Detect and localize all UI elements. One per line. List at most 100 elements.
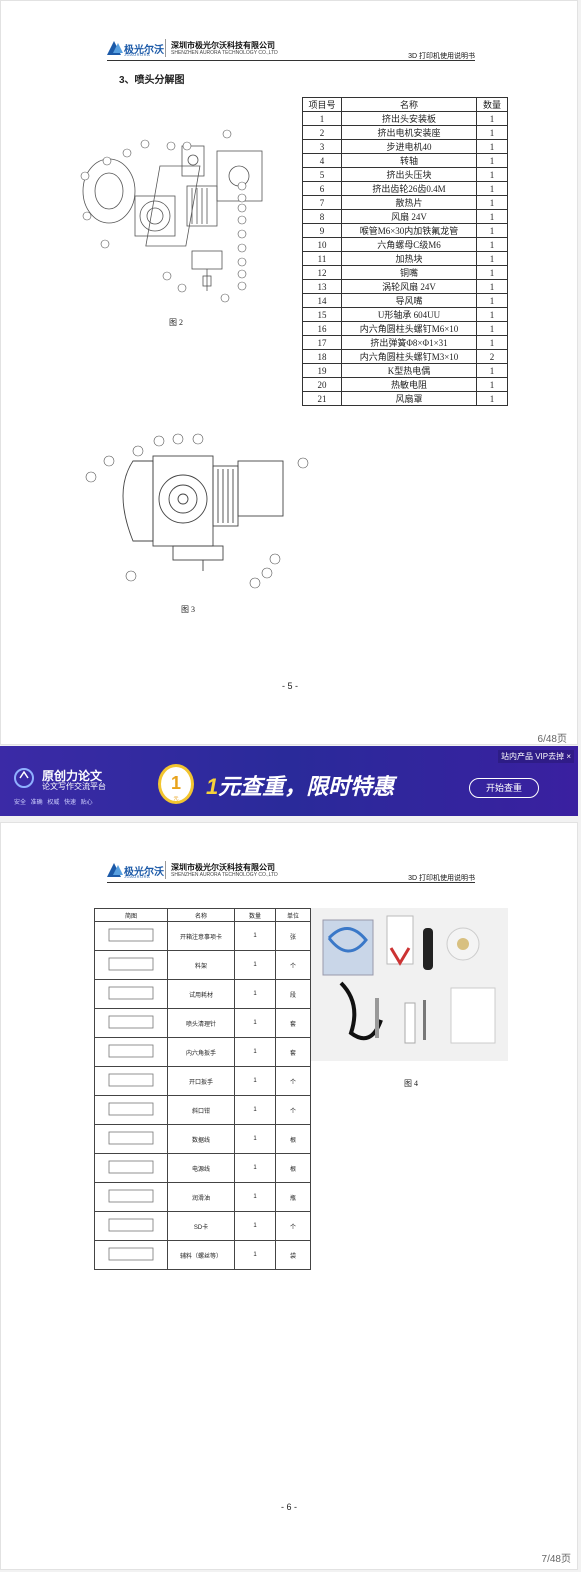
cell-name: 内六角扳手: [167, 1037, 235, 1067]
cell-item-no: 6: [302, 181, 342, 196]
cell-item-no: 10: [302, 237, 342, 252]
cell-name: 料架: [167, 950, 235, 980]
cell-qty: 1: [234, 1037, 276, 1067]
cell-qty: 1: [234, 979, 276, 1009]
company-name: 深圳市极光尔沃科技有限公司: [171, 863, 275, 872]
company-name-en: SHENZHEN AURORA TECHNOLOGY CO.,LTD: [171, 50, 278, 56]
cell-unit: 张: [275, 921, 311, 951]
cell-item-no: 2: [302, 125, 342, 140]
company-name-en: SHENZHEN AURORA TECHNOLOGY CO.,LTD: [171, 872, 278, 878]
company-logo: 极光尔沃 JGAURORA: [107, 861, 164, 879]
col-name: 名称: [341, 97, 477, 112]
cell-item-no: 16: [302, 321, 342, 336]
cell-unit: 瓶: [275, 1182, 311, 1212]
cell-item-no: 15: [302, 307, 342, 322]
cell-name: 涡轮风扇 24V: [341, 279, 477, 294]
cell-qty: 1: [476, 223, 508, 238]
promo-banner[interactable]: 原创力论文 论文写作交流平台 安全 准确 权威 快速 贴心 1 元 1元查重，限…: [0, 746, 578, 816]
figure-3-caption: 图 3: [181, 605, 195, 614]
cell-name: 开口扳手: [167, 1066, 235, 1096]
cell-qty: 1: [476, 307, 508, 322]
item-sketch: [94, 1153, 168, 1183]
document-title: 3D 打印机使用说明书: [408, 53, 475, 60]
cell-name: 喉管M6×30内加铁氟龙管: [341, 223, 477, 238]
accessories-photo: [311, 908, 508, 1061]
exploded-view-drawing: [80, 129, 263, 303]
cell-name: 开箱注意事项卡: [167, 921, 235, 951]
company-name: 深圳市极光尔沃科技有限公司: [171, 41, 275, 50]
item-sketch: [94, 1008, 168, 1038]
cell-name: 数据线: [167, 1124, 235, 1154]
cell-qty: 1: [476, 363, 508, 378]
cell-item-no: 12: [302, 265, 342, 280]
item-sketch: [94, 950, 168, 980]
cell-qty: 1: [234, 1211, 276, 1241]
cell-qty: 1: [476, 153, 508, 168]
cell-name: 斜口钳: [167, 1095, 235, 1125]
section-title: 3、喷头分解图: [119, 75, 185, 86]
cell-qty: 1: [476, 321, 508, 336]
cell-item-no: 14: [302, 293, 342, 308]
cell-name: 转轴: [341, 153, 477, 168]
cell-unit: 根: [275, 1124, 311, 1154]
cell-name: 内六角圆柱头螺钉M6×10: [341, 321, 477, 336]
item-sketch: [94, 979, 168, 1009]
cell-name: 挤出头安装板: [341, 111, 477, 126]
document-page-5: 极光尔沃 JGAURORA 深圳市极光尔沃科技有限公司 SHENZHEN AUR…: [0, 0, 578, 745]
cell-qty: 1: [476, 195, 508, 210]
cell-qty: 1: [476, 167, 508, 182]
lightbulb-logo-icon: [14, 768, 34, 788]
cell-qty: 1: [234, 1153, 276, 1183]
item-sketch: [94, 1095, 168, 1125]
cell-name: 铜嘴: [341, 265, 477, 280]
cell-name: 加热块: [341, 251, 477, 266]
cell-name: 风扇 24V: [341, 209, 477, 224]
cell-qty: 1: [234, 1095, 276, 1125]
cell-name: SD卡: [167, 1211, 235, 1241]
cell-name: 散热片: [341, 195, 477, 210]
cell-qty: 2: [476, 349, 508, 364]
start-check-button[interactable]: 开始查重: [469, 778, 539, 798]
cell-qty: 1: [476, 377, 508, 392]
item-sketch: [94, 1211, 168, 1241]
figure-2-caption: 图 2: [169, 318, 183, 327]
cell-item-no: 5: [302, 167, 342, 182]
col-unit: 单位: [275, 908, 311, 922]
cell-item-no: 20: [302, 377, 342, 392]
cell-name: 辅料（螺丝等）: [167, 1240, 235, 1270]
col-name: 名称: [167, 908, 235, 922]
remove-ad-vip-button[interactable]: 站内产品 VIP去掉 ×: [497, 750, 574, 763]
cell-qty: 1: [476, 181, 508, 196]
cell-item-no: 21: [302, 391, 342, 406]
cell-name: 导风嘴: [341, 293, 477, 308]
logo-brand-sub: JGAURORA: [124, 874, 151, 879]
logo-brand-sub: JGAURORA: [124, 52, 151, 57]
cell-qty: 1: [476, 139, 508, 154]
cell-item-no: 11: [302, 251, 342, 266]
item-sketch: [94, 1240, 168, 1270]
cell-unit: 个: [275, 950, 311, 980]
cell-name: 风扇罩: [341, 391, 477, 406]
cell-name: 润滑油: [167, 1182, 235, 1212]
cell-qty: 1: [234, 1008, 276, 1038]
cell-item-no: 4: [302, 153, 342, 168]
cell-qty: 1: [234, 1182, 276, 1212]
ad-tagline: 论文写作交流平台: [42, 782, 106, 791]
